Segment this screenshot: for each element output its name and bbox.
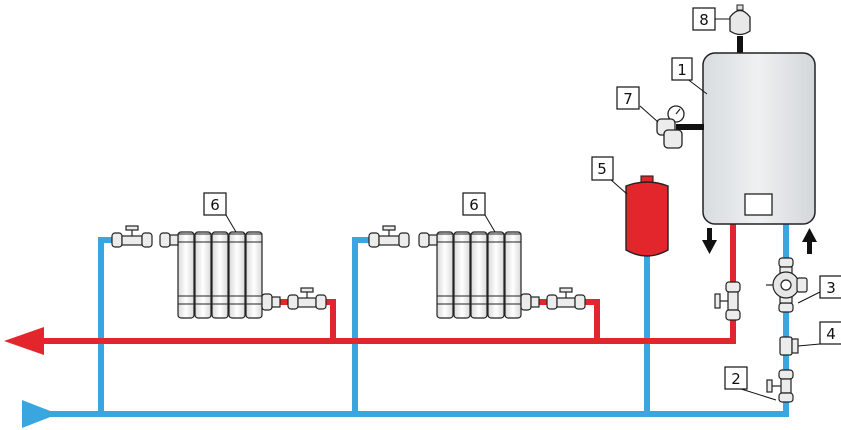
tank-body	[625, 181, 669, 257]
label-radiator-right: 6	[469, 196, 479, 214]
expansion-tank	[625, 175, 669, 257]
filter-icon	[791, 338, 799, 354]
callout-safety-group: 7	[616, 86, 659, 123]
fitting-icon	[418, 232, 430, 248]
fitting-icon	[159, 232, 171, 248]
radiator-sections	[177, 231, 263, 319]
label-expansion-tank: 5	[597, 160, 607, 178]
boiler-display	[744, 193, 773, 216]
boiler-body	[702, 52, 816, 225]
callout-drain-valve: 2	[724, 366, 777, 401]
callout-expansion-tank: 5	[591, 156, 628, 195]
valve-icon	[111, 232, 123, 248]
radiator-left	[177, 231, 263, 319]
callout-radiator-right: 6	[462, 192, 496, 233]
callout-radiator-left: 6	[203, 192, 237, 233]
label-pump: 3	[826, 279, 836, 297]
drain-valve	[766, 369, 794, 403]
callout-filter: 4	[797, 321, 841, 347]
callout-boiler: 1	[671, 57, 708, 95]
air-vent	[729, 4, 751, 36]
label-boiler: 1	[677, 61, 687, 79]
callout-pump: 3	[797, 275, 841, 304]
valve-icon	[368, 232, 380, 248]
valve-icon	[546, 294, 558, 310]
valve-icon	[121, 235, 143, 246]
label-radiator-left: 6	[210, 196, 220, 214]
boiler	[702, 36, 816, 225]
circulation-pump	[766, 257, 808, 313]
safety-group	[656, 105, 704, 149]
safety-valve-icon	[663, 129, 683, 149]
radiator-right	[436, 231, 522, 319]
arrow-up-icon	[802, 228, 817, 254]
label-safety-group: 7	[623, 90, 633, 108]
arrow-down-icon	[702, 228, 717, 254]
callout-air-vent: 8	[692, 7, 730, 31]
supply-valve	[714, 281, 741, 321]
return-pipes	[37, 221, 789, 417]
arrow-right-icon	[22, 400, 58, 428]
fitting-icon	[261, 293, 273, 311]
supply-branch-right	[527, 299, 600, 344]
arrow-left-icon	[4, 327, 44, 355]
label-drain-valve: 2	[731, 370, 741, 388]
radiator-sections	[436, 231, 522, 319]
label-air-vent: 8	[699, 11, 709, 29]
valve-icon	[287, 294, 299, 310]
label-filter: 4	[826, 325, 836, 343]
filter	[779, 336, 799, 356]
fitting-icon	[520, 293, 532, 311]
radiator-valves	[111, 225, 586, 311]
